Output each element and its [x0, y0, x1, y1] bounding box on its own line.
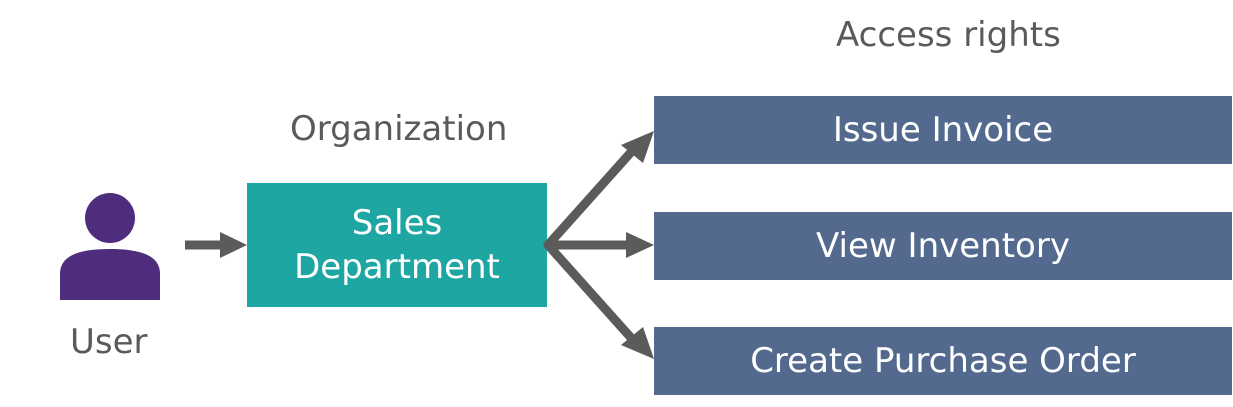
- organization-to-create-purchase-order-arrow: [543, 240, 654, 359]
- user-person-icon: [60, 193, 160, 300]
- user-label: User: [70, 322, 148, 362]
- user-to-organization-arrow: [185, 232, 247, 258]
- organization-to-view-inventory-arrow: [548, 232, 654, 258]
- access-right-view-inventory-box: View Inventory: [654, 212, 1232, 280]
- access-right-label: Issue Invoice: [832, 110, 1054, 150]
- access-right-issue-invoice-box: Issue Invoice: [654, 96, 1232, 164]
- access-rights-heading: Access rights: [836, 15, 1061, 55]
- organization-box-line1: Sales: [351, 202, 443, 243]
- organization-heading: Organization: [290, 109, 508, 149]
- organization-box-line2: Department: [294, 247, 500, 287]
- access-right-create-purchase-order-box: Create Purchase Order: [654, 327, 1232, 395]
- organization-to-issue-invoice-arrow: [543, 131, 654, 250]
- access-right-label: View Inventory: [816, 226, 1070, 266]
- sales-department-box: Sales Department: [247, 183, 547, 307]
- access-right-label: Create Purchase Order: [750, 341, 1136, 381]
